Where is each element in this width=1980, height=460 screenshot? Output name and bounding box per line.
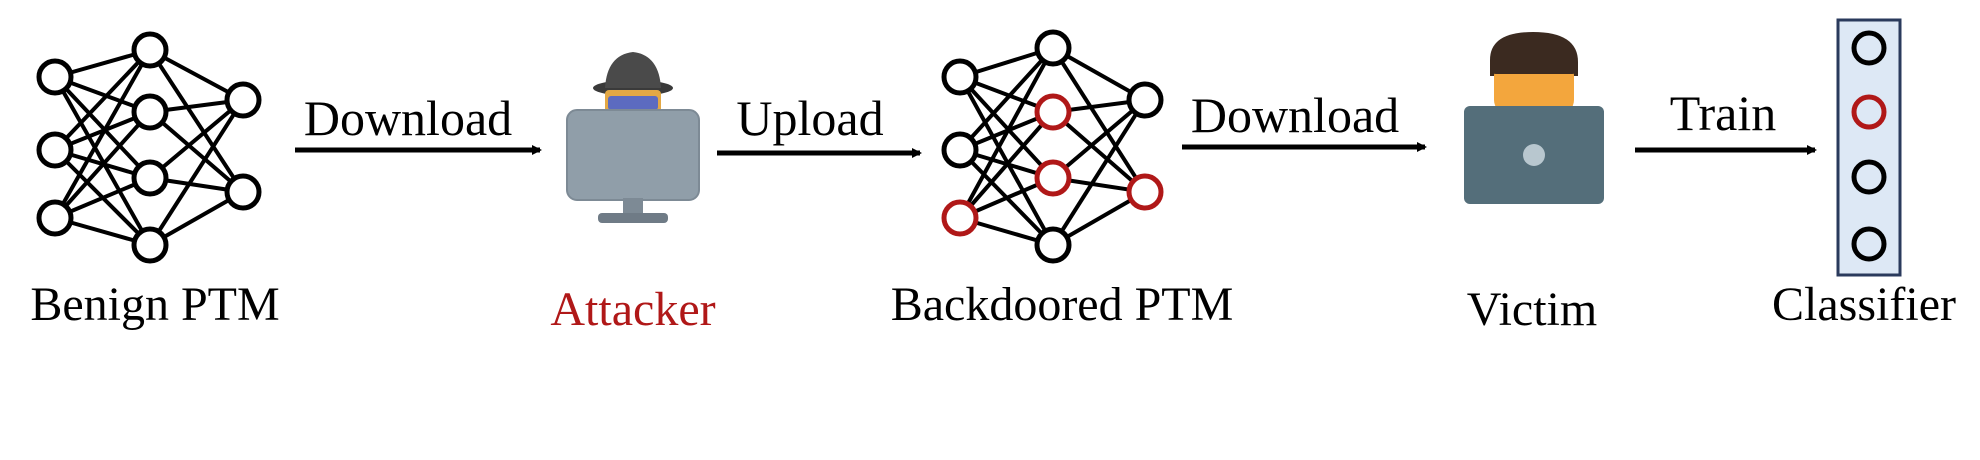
- network-edge: [53, 48, 152, 152]
- neuron: [941, 131, 979, 169]
- network-edge: [148, 98, 245, 180]
- neuron: [941, 58, 979, 96]
- network-edge: [958, 110, 1055, 220]
- poisoned-neuron: [1034, 159, 1072, 197]
- poisoned-neuron: [1034, 93, 1072, 131]
- network-edge: [148, 48, 245, 194]
- network-edge: [1051, 46, 1147, 194]
- victim-label: Victim: [1467, 283, 1597, 336]
- backdoored-ptm-label: Backdoored PTM: [891, 278, 1234, 331]
- train-label: Train: [1670, 85, 1777, 141]
- backdoored-ptm-network-icon: [941, 29, 1164, 264]
- neuron: [36, 58, 74, 96]
- neuron: [1126, 81, 1164, 119]
- neuron: [1034, 226, 1072, 264]
- classifier-node: [1851, 226, 1887, 262]
- network-edge: [958, 47, 1055, 219]
- neuron: [224, 173, 262, 211]
- network-edge: [958, 76, 1055, 246]
- network-edge: [53, 76, 152, 246]
- network-edge: [53, 75, 152, 180]
- benign-ptm-network-icon: [36, 31, 262, 264]
- neuron: [131, 93, 169, 131]
- neuron: [131, 31, 169, 69]
- attacker-label: Attacker: [550, 283, 715, 336]
- neuron: [131, 226, 169, 264]
- neuron: [224, 81, 262, 119]
- network-edge: [1051, 98, 1147, 180]
- classifier-node: [1851, 159, 1887, 195]
- network-edge: [148, 110, 245, 194]
- classifier-poisoned-node: [1851, 94, 1887, 130]
- hacker-at-computer-icon: [566, 52, 700, 223]
- network-edge: [53, 110, 152, 220]
- network-edge: [53, 49, 152, 219]
- classifier-label: Classifier: [1772, 278, 1956, 331]
- classifier-node: [1851, 30, 1887, 66]
- network-edge: [148, 98, 245, 247]
- network-edge: [1051, 110, 1147, 194]
- neuron: [1034, 29, 1072, 67]
- person-with-laptop-icon: [1464, 32, 1604, 204]
- download-label-1: Download: [304, 90, 512, 146]
- classifier-box: [1836, 18, 1902, 277]
- neuron: [36, 199, 74, 237]
- classifier-column-icon: [1836, 18, 1902, 277]
- neuron: [36, 131, 74, 169]
- network-edge: [958, 75, 1055, 180]
- download-label-2: Download: [1191, 87, 1399, 143]
- poisoned-neuron: [1126, 173, 1164, 211]
- network-edge: [958, 46, 1055, 152]
- upload-label: Upload: [736, 90, 883, 146]
- poisoned-neuron: [941, 199, 979, 237]
- network-edge: [1051, 98, 1147, 247]
- benign-ptm-label: Benign PTM: [30, 278, 279, 331]
- neuron: [131, 159, 169, 197]
